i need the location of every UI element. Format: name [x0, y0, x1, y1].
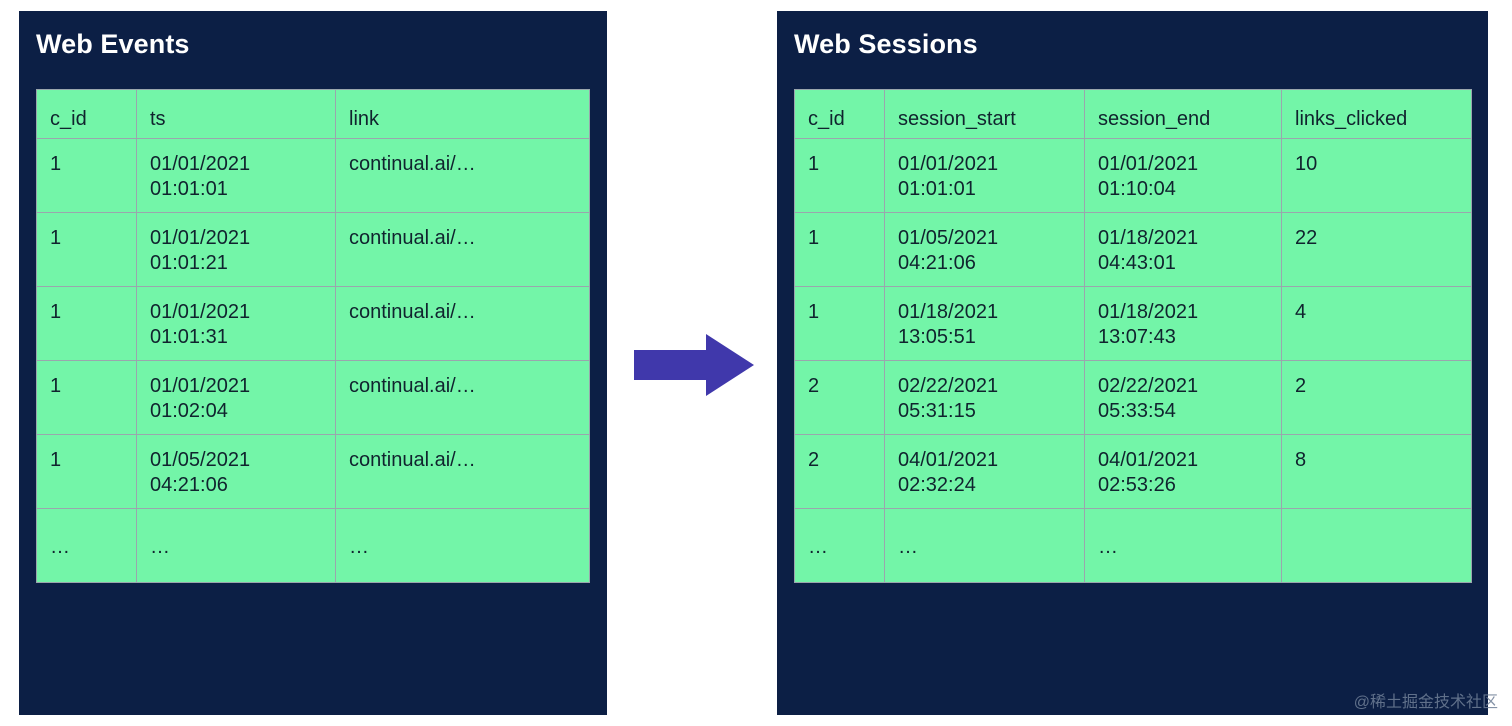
web-events-cell: continual.ai/… [335, 138, 590, 213]
web-sessions-cell: 4 [1281, 286, 1472, 361]
web-sessions-column-header: session_end [1084, 89, 1282, 139]
web-sessions-cell: 01/01/2021 01:01:01 [884, 138, 1085, 213]
web-events-cell: 1 [36, 434, 137, 509]
web-events-cell: 01/01/2021 01:01:31 [136, 286, 336, 361]
web-sessions-ellipsis-cell: … [794, 508, 885, 583]
web-events-column-header: ts [136, 89, 336, 139]
web-events-cell: 1 [36, 286, 137, 361]
web-events-cell: continual.ai/… [335, 212, 590, 287]
web-sessions-cell: 02/22/2021 05:33:54 [1084, 360, 1282, 435]
web-sessions-column-header: links_clicked [1281, 89, 1472, 139]
web-sessions-cell: 10 [1281, 138, 1472, 213]
web-sessions-ellipsis-cell: … [1084, 508, 1282, 583]
web-events-title: Web Events [36, 29, 190, 59]
web-events-ellipsis-row: ……… [36, 508, 590, 583]
web-sessions-cell: 04/01/2021 02:32:24 [884, 434, 1085, 509]
web-sessions-ellipsis-row: ……… [794, 508, 1472, 583]
web-sessions-cell: 01/01/2021 01:10:04 [1084, 138, 1282, 213]
web-events-cell: continual.ai/… [335, 434, 590, 509]
web-events-ellipsis-cell: … [335, 508, 590, 583]
web-sessions-cell: 1 [794, 138, 885, 213]
web-events-cell: 1 [36, 360, 137, 435]
web-events-ellipsis-cell: … [36, 508, 137, 583]
web-events-column-header: link [335, 89, 590, 139]
web-sessions-title: Web Sessions [794, 29, 978, 59]
web-sessions-cell: 8 [1281, 434, 1472, 509]
web-events-cell: continual.ai/… [335, 360, 590, 435]
web-events-cell: 01/01/2021 01:01:21 [136, 212, 336, 287]
arrow-right-icon [634, 334, 754, 396]
transform-arrow [634, 334, 754, 396]
web-events-cell: 1 [36, 138, 137, 213]
web-sessions-cell: 01/18/2021 13:07:43 [1084, 286, 1282, 361]
web-events-cell: 01/01/2021 01:01:01 [136, 138, 336, 213]
web-events-cell: 1 [36, 212, 137, 287]
web-sessions-cell: 1 [794, 286, 885, 361]
web-sessions-ellipsis-cell [1281, 508, 1472, 583]
web-sessions-cell: 02/22/2021 05:31:15 [884, 360, 1085, 435]
web-events-ellipsis-cell: … [136, 508, 336, 583]
web-sessions-cell: 04/01/2021 02:53:26 [1084, 434, 1282, 509]
web-sessions-cell: 01/18/2021 13:05:51 [884, 286, 1085, 361]
web-sessions-cell: 1 [794, 212, 885, 287]
web-sessions-cell: 01/18/2021 04:43:01 [1084, 212, 1282, 287]
web-sessions-cell: 01/05/2021 04:21:06 [884, 212, 1085, 287]
web-sessions-cell: 2 [794, 360, 885, 435]
web-sessions-column-header: session_start [884, 89, 1085, 139]
web-sessions-cell: 22 [1281, 212, 1472, 287]
web-sessions-ellipsis-cell: … [884, 508, 1085, 583]
web-events-cell: continual.ai/… [335, 286, 590, 361]
web-events-column-header: c_id [36, 89, 137, 139]
web-sessions-column-header: c_id [794, 89, 885, 139]
web-events-cell: 01/05/2021 04:21:06 [136, 434, 336, 509]
web-sessions-cell: 2 [1281, 360, 1472, 435]
web-events-cell: 01/01/2021 01:02:04 [136, 360, 336, 435]
web-sessions-cell: 2 [794, 434, 885, 509]
